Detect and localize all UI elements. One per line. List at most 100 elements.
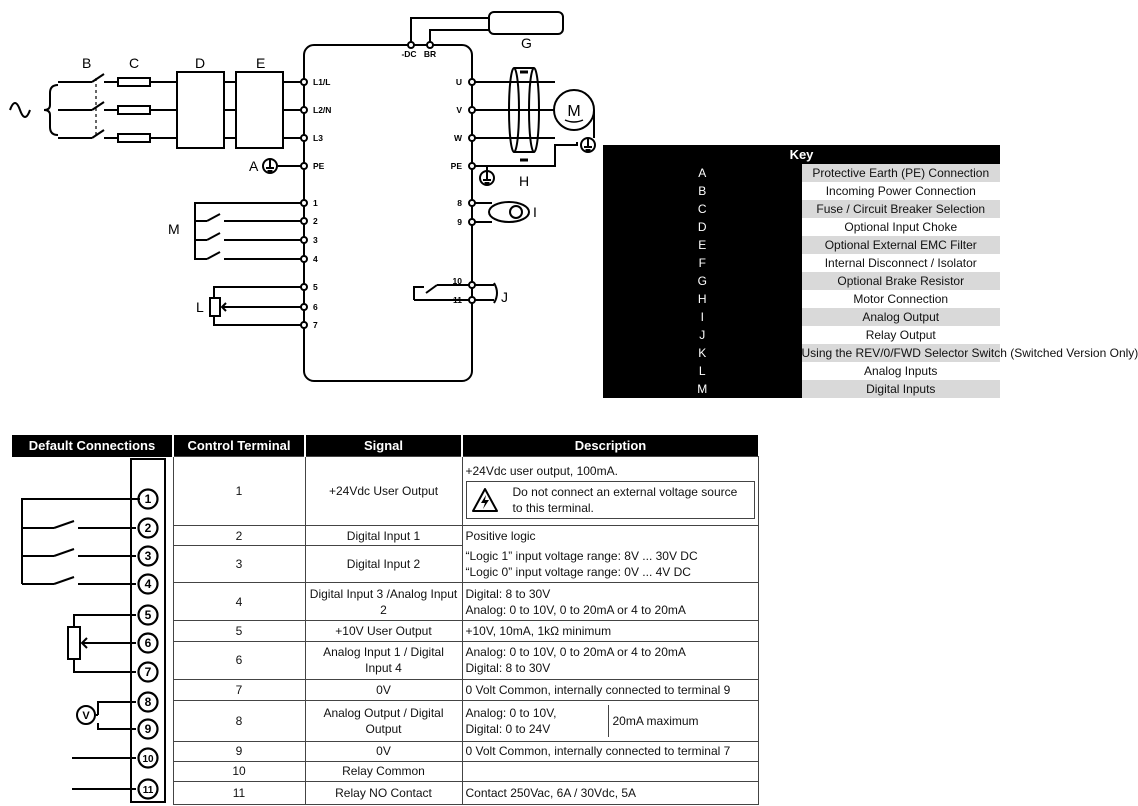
table-row: 8 Analog Output / Digital Output Analog:… bbox=[12, 700, 759, 742]
cable-shield-symbol bbox=[486, 67, 578, 174]
ac-source-symbol bbox=[9, 102, 31, 118]
signal-cell: Analog Input 1 / Digital Input 4 bbox=[304, 640, 463, 680]
callout-label: L bbox=[196, 299, 204, 315]
terminal-cell: 7 bbox=[172, 678, 306, 702]
column-header: Signal bbox=[305, 435, 463, 457]
terminal-number: 3 bbox=[145, 549, 152, 563]
terminal-number: 4 bbox=[145, 577, 152, 591]
callout-label: A bbox=[249, 158, 259, 174]
key-letter: H bbox=[603, 290, 802, 308]
earth-symbol-a bbox=[262, 158, 278, 174]
description-cell: 0 Volt Common, internally connected to t… bbox=[461, 678, 759, 702]
terminal-label: W bbox=[454, 133, 463, 143]
key-description: Optional Brake Resistor bbox=[801, 272, 1000, 290]
terminal-cell: 8 bbox=[172, 700, 306, 742]
key-letter: F bbox=[603, 254, 802, 272]
callout-label: G bbox=[521, 35, 532, 51]
description-cell: +10V, 10mA, 1kΩ minimum bbox=[461, 620, 759, 642]
table-row: 9 0V 0 Volt Common, internally connected… bbox=[12, 740, 759, 762]
terminal-cell: 6 bbox=[172, 640, 306, 680]
key-description: Optional Input Choke bbox=[801, 218, 1000, 236]
description-cell: Positive logic bbox=[461, 525, 759, 546]
signal-cell: Digital Input 2 bbox=[304, 545, 463, 584]
terminal-cell: 5 bbox=[172, 620, 306, 642]
wiring-diagram: L1/L L2/N L3 PE 1 2 3 4 5 6 7 U V W PE 8… bbox=[9, 11, 596, 382]
earth-symbol-h bbox=[479, 170, 495, 186]
description-text: “Logic 1” input voltage range: 8V ... 30… bbox=[465, 548, 698, 563]
terminal-number: 11 bbox=[143, 785, 154, 796]
analog-output-meter bbox=[509, 205, 523, 219]
terminal-number: 5 bbox=[145, 608, 152, 622]
table-row: 1 2 3 4 5 6 7 8 9 10 11 V 1 + bbox=[12, 455, 759, 803]
key-description: Incoming Power Connection bbox=[801, 182, 1000, 200]
key-letter: L bbox=[603, 362, 802, 380]
terminal-label: -DC bbox=[401, 49, 416, 59]
signal-cell: +24Vdc User Output bbox=[304, 455, 463, 527]
terminal-cell: 11 bbox=[172, 780, 306, 806]
description-text: Digital: 0 to 24V bbox=[465, 721, 551, 736]
fuse-symbols bbox=[117, 77, 151, 143]
terminal-number: 1 bbox=[145, 492, 152, 506]
earth-symbol-motor bbox=[580, 137, 596, 153]
key-description: Internal Disconnect / Isolator bbox=[801, 254, 1000, 272]
terminal-label: BR bbox=[424, 49, 436, 59]
terminal-label: 3 bbox=[313, 235, 318, 245]
table-row: 5 +10V User Output +10V, 10mA, 1kΩ minim… bbox=[12, 620, 759, 642]
callout-label: C bbox=[129, 55, 139, 71]
terminal-label: U bbox=[456, 77, 462, 87]
drive-unit bbox=[303, 44, 473, 382]
signal-cell: Digital Input 1 bbox=[304, 525, 463, 547]
emc-filter-box bbox=[235, 71, 284, 149]
description-text: Digital: 8 to 30V bbox=[465, 586, 551, 601]
description-cell bbox=[461, 760, 759, 782]
key-letter: C bbox=[603, 200, 802, 218]
signal-cell: Digital Input 3 /Analog Input 2 bbox=[304, 582, 463, 622]
callout-label: D bbox=[195, 55, 205, 71]
description-cell: Analog: 0 to 10V, Digital: 0 to 24V 20mA… bbox=[461, 700, 759, 742]
motor-label: M bbox=[567, 103, 580, 120]
description-cell: Analog: 0 to 10V, 0 to 20mA or 4 to 20mA… bbox=[461, 640, 759, 680]
terminal-cell: 4 bbox=[172, 582, 306, 622]
column-header: Control Terminal bbox=[173, 435, 306, 457]
terminal-cell: 2 bbox=[172, 525, 306, 547]
terminal-label: V bbox=[456, 105, 462, 115]
description-text: Analog: 0 to 10V, 0 to 20mA or 4 to 20mA bbox=[465, 645, 686, 660]
potentiometer bbox=[209, 297, 221, 317]
terminal-label: L2/N bbox=[313, 105, 331, 115]
terminal-number: 7 bbox=[145, 665, 152, 679]
signal-cell: 0V bbox=[304, 678, 463, 702]
terminal-label: 1 bbox=[313, 198, 318, 208]
description-text: Analog: 0 to 10V, bbox=[465, 705, 557, 720]
table-row: 4 Digital Input 3 /Analog Input 2 Digita… bbox=[12, 582, 759, 622]
table-row: 6 Analog Input 1 / Digital Input 4 Analo… bbox=[12, 640, 759, 680]
key-letter: M bbox=[603, 380, 802, 398]
column-header: Description bbox=[462, 435, 758, 457]
description-cell: 0 Volt Common, internally connected to t… bbox=[461, 740, 759, 762]
description-text: Digital: 8 to 30V bbox=[465, 661, 551, 676]
terminal-cell: 1 bbox=[172, 455, 306, 527]
terminal-number: 8 bbox=[145, 695, 152, 709]
key-letter: D bbox=[603, 218, 802, 236]
table-row: 11 Relay NO Contact Contact 250Vac, 6A /… bbox=[12, 780, 759, 806]
isolator-switch-symbol bbox=[91, 73, 105, 139]
terminal-number: 2 bbox=[145, 521, 152, 535]
warning-box: Do not connect an external voltage sourc… bbox=[465, 481, 755, 520]
signal-cell: +10V User Output bbox=[304, 620, 463, 642]
terminal-label: 4 bbox=[313, 254, 318, 264]
key-title: Key bbox=[603, 145, 1000, 164]
warning-text: Do not connect an external voltage sourc… bbox=[512, 485, 738, 516]
callout-label: J bbox=[501, 289, 508, 305]
signal-cell: 0V bbox=[304, 740, 463, 762]
description-text: Analog: 0 to 10V, 0 to 20mA or 4 to 20mA bbox=[465, 602, 686, 617]
terminal-cell: 9 bbox=[172, 740, 306, 762]
default-connections-table: Default Connections Control Terminal Sig… bbox=[12, 435, 759, 806]
table-row: 2 Digital Input 1 Positive logic bbox=[12, 525, 759, 547]
